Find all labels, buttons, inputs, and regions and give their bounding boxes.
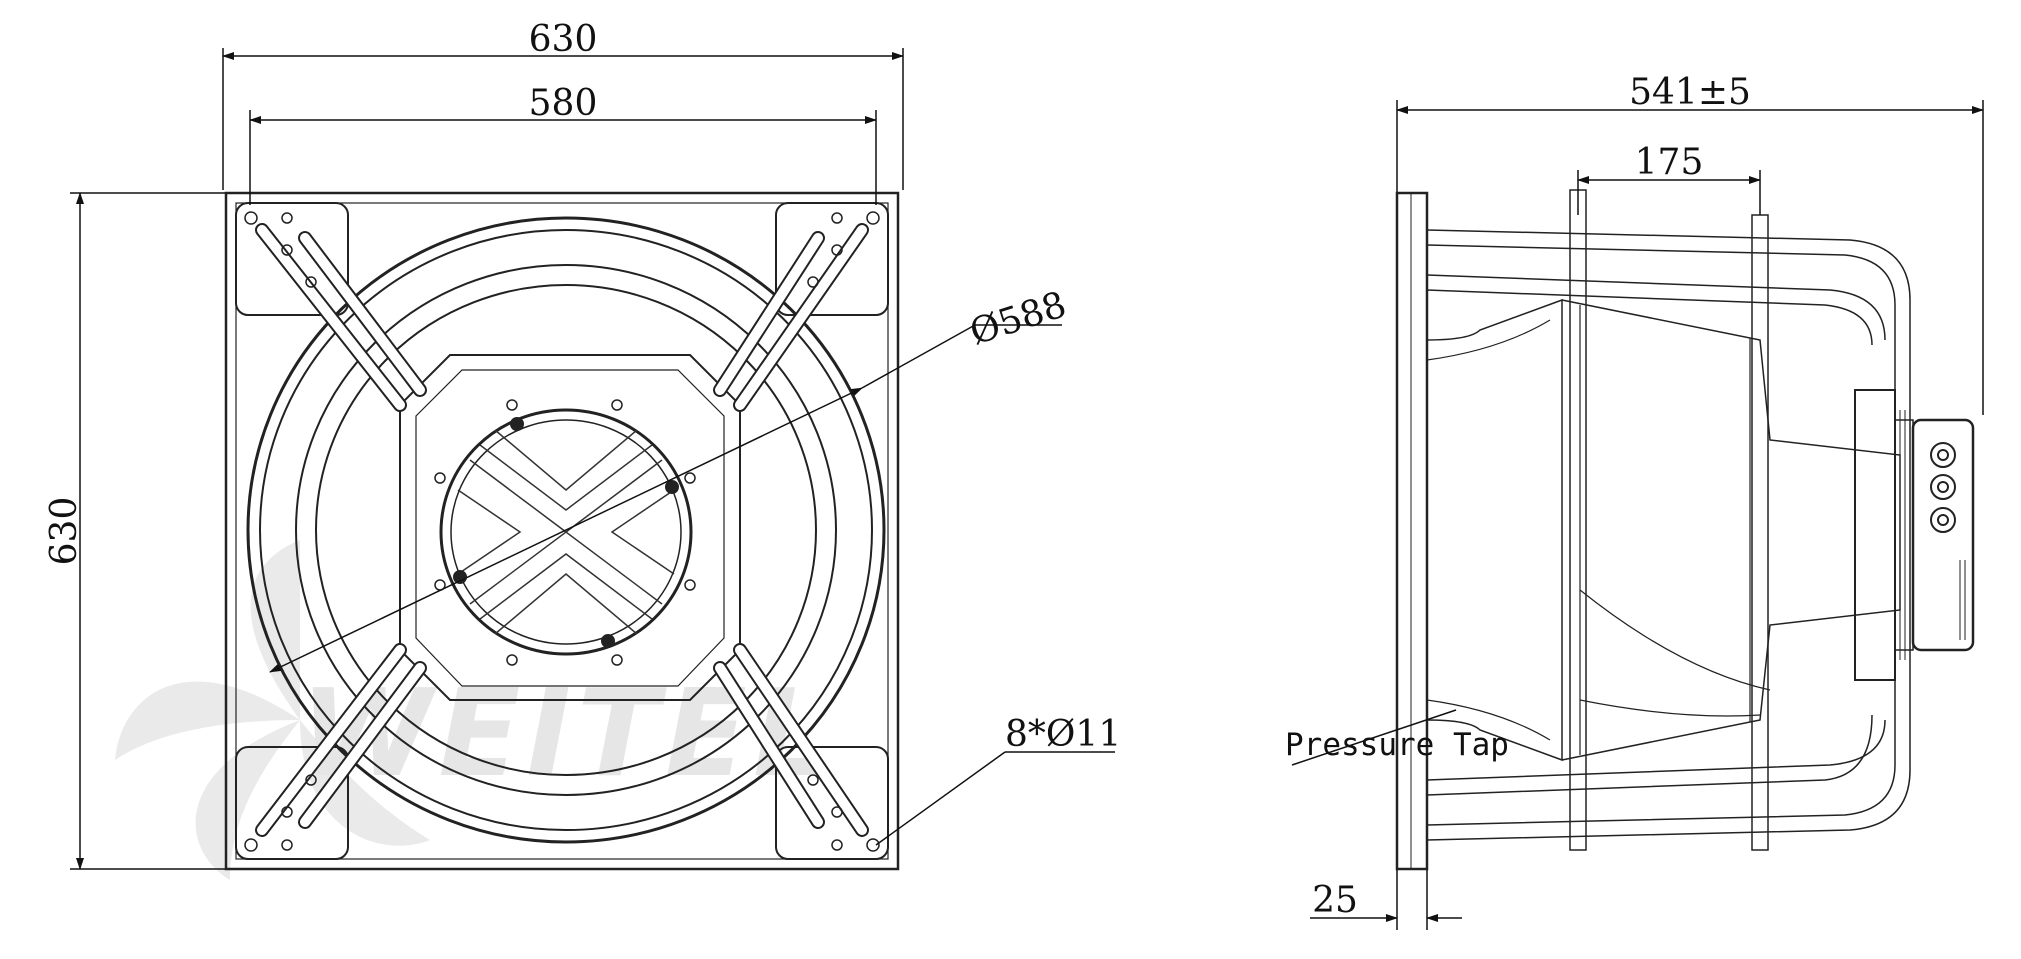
side-flange xyxy=(1395,191,1429,871)
side-dimensions xyxy=(1291,100,1984,930)
side-view xyxy=(1395,189,1975,871)
corner-pad-bl xyxy=(235,746,349,860)
cable-glands xyxy=(1930,442,1956,533)
impeller-ring-2 xyxy=(259,229,873,831)
impeller-side xyxy=(1561,299,1901,761)
corner-pad-tr xyxy=(775,202,889,316)
struts-inner xyxy=(257,225,867,835)
support-ring-1 xyxy=(1569,189,1587,851)
terminal-box xyxy=(1911,418,1975,652)
mounting-plate-inner xyxy=(235,202,889,860)
corner-pad-tl xyxy=(235,202,349,316)
front-dimensions xyxy=(70,48,1115,870)
inlet-nozzle xyxy=(1426,298,1563,762)
pressure-tap-label: Pressure Tap xyxy=(1285,727,1509,763)
dim-flange-label: 25 xyxy=(1312,880,1358,921)
dim-width-outer-label: 630 xyxy=(529,19,598,60)
dim-length-label: 541±5 xyxy=(1629,72,1751,113)
dim-width-holes-label: 580 xyxy=(529,83,598,124)
motor-side xyxy=(1854,389,1896,681)
dim-holes-label: 8*Ø11 xyxy=(1005,714,1121,755)
dim-leader-holes xyxy=(875,751,1006,846)
mounting-holes xyxy=(244,211,880,852)
impeller-outer-ring xyxy=(246,216,886,844)
mounting-plate xyxy=(224,191,900,871)
pressure-tap-leader xyxy=(1291,709,1457,766)
dim-height-label: 630 xyxy=(44,497,85,566)
corner-pad-br xyxy=(775,746,889,860)
dim-inlet-label: 175 xyxy=(1635,142,1704,183)
support-ring-2 xyxy=(1751,214,1769,851)
dim-line-diameter xyxy=(269,387,863,673)
dim-diameter-label: Ø588 xyxy=(965,284,1071,353)
